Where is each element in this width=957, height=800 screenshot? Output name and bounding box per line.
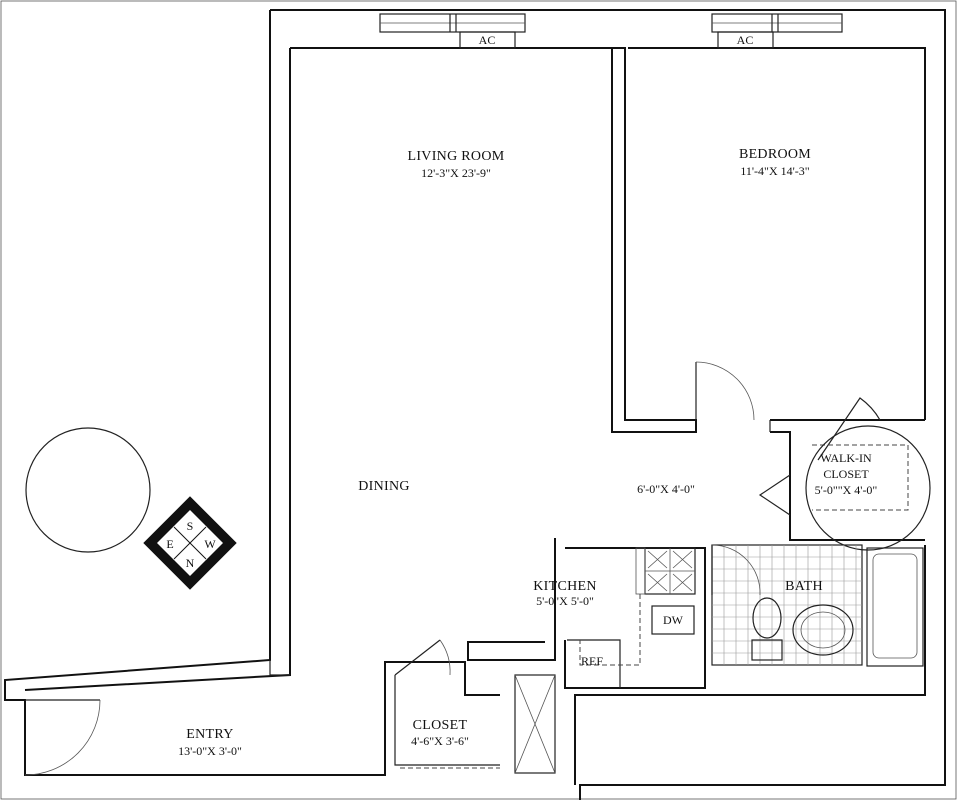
bathtub: [866, 547, 924, 667]
refrigerator-label: REF: [581, 654, 603, 668]
compass-bottom-letter: N: [186, 556, 195, 570]
bath-tiles: [712, 545, 862, 665]
dining-label: DINING: [358, 479, 410, 494]
entry-label: ENTRY: [186, 727, 233, 742]
walk-in-closet-door-swing: [817, 397, 881, 461]
stove-counter: [635, 547, 646, 595]
kitchen-dims: 5'-0"X 5'-0": [536, 594, 594, 608]
living-room-dims: 12'-3"X 23'-9": [421, 166, 491, 180]
bath-label: BATH: [785, 579, 823, 594]
highlight-circle: [805, 425, 931, 551]
bathtub-inner: [872, 553, 918, 659]
walk-in-closet-label-2: CLOSET: [823, 467, 869, 481]
dishwasher-label: DW: [663, 613, 684, 627]
entry-dims: 13'-0"X 3'-0": [178, 744, 242, 758]
walk-in-closet-label-1: WALK-IN: [820, 451, 872, 465]
walk-in-closet-door: [758, 474, 791, 516]
bedroom-label: BEDROOM: [739, 147, 811, 162]
closet-door-swing: [439, 639, 451, 676]
shaft: [514, 674, 556, 774]
compass-left-letter: E: [166, 537, 173, 551]
dishwasher-box: [651, 605, 695, 635]
toilet-tank: [751, 639, 783, 661]
bath-door-swing: [711, 544, 761, 596]
sink-bowl: [800, 611, 846, 649]
entry-door-swing: [24, 699, 101, 776]
ac-label-living: AC: [479, 33, 496, 47]
coat-closet-walls: [385, 661, 500, 769]
bedroom-partition: [611, 47, 925, 541]
closet-shelf: [812, 444, 909, 511]
compass-top-letter: S: [187, 519, 194, 533]
closet-door: [394, 639, 441, 676]
kitchen-label: KITCHEN: [533, 579, 597, 594]
toilet-bowl: [752, 597, 782, 639]
closet-label: CLOSET: [413, 718, 468, 733]
bedroom-dims: 11'-4"X 14'-3": [740, 164, 809, 178]
compass: [143, 496, 237, 590]
living-room-label: LIVING ROOM: [407, 149, 504, 164]
window-living-room: [379, 13, 526, 49]
outline-circle: [25, 427, 151, 553]
bedroom-door-swing: [695, 361, 755, 421]
compass-right-letter: W: [204, 537, 216, 551]
closet-dims: 4'-6"X 3'-6": [411, 734, 469, 748]
window-bedroom: [711, 13, 843, 49]
ac-label-bedroom: AC: [737, 33, 754, 47]
foyer-dims: 6'-0"X 4'-0": [637, 482, 695, 496]
stove: [644, 547, 696, 595]
counter-outline: [579, 594, 641, 666]
walk-in-closet-dims: 5'-0""X 4'-0": [815, 483, 878, 497]
sink-basin: [792, 604, 854, 656]
exterior-walls: [4, 9, 946, 800]
